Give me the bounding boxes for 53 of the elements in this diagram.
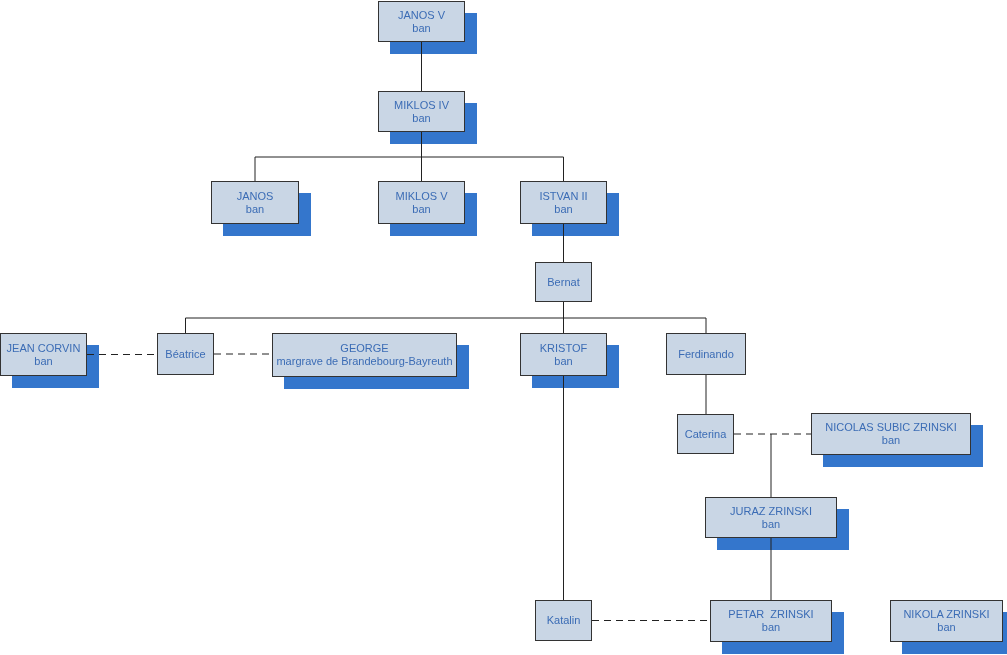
person-title: ban <box>412 111 431 125</box>
person-name: ISTVAN II <box>539 189 588 203</box>
person-name: JANOS V <box>397 8 446 22</box>
person-box <box>710 600 832 642</box>
connector-line <box>733 433 812 435</box>
person-name: Katalin <box>546 614 581 627</box>
connector-line <box>563 223 564 263</box>
person-name: NIKOLA ZRINSKI <box>903 608 990 621</box>
person-name: NICOLAS SUBIC ZRINSKI <box>825 421 957 434</box>
person-title: ban <box>761 517 781 531</box>
person-box <box>211 181 299 224</box>
person-name: MIKLOS V <box>395 189 448 203</box>
person-title: margrave de Brandebourg-Bayreuth <box>276 355 453 368</box>
person-name: Bernat <box>547 275 580 289</box>
person-title: ban <box>412 202 431 216</box>
person-box <box>535 262 592 302</box>
person-box <box>705 497 837 538</box>
person-title: ban <box>245 202 265 216</box>
connector-line <box>770 433 772 498</box>
connector-line <box>770 537 772 601</box>
person-box <box>520 181 607 224</box>
person-title: ban <box>412 21 431 35</box>
person-name: Caterina <box>684 427 727 441</box>
person-title: ban <box>554 354 573 368</box>
person-title: ban <box>34 354 53 368</box>
person-name: PETAR ZRINSKI <box>728 608 814 621</box>
connector-line <box>563 375 564 601</box>
connector-line <box>705 374 707 415</box>
person-title: ban <box>761 621 781 634</box>
person-name: JURAZ ZRINSKI <box>730 504 812 518</box>
person-box <box>378 181 465 224</box>
person-box <box>677 414 734 454</box>
person-name: Ferdinando <box>678 347 734 361</box>
person-name: JANOS <box>236 189 274 203</box>
person-box <box>0 333 87 376</box>
connector-line <box>421 41 422 92</box>
person-box <box>666 333 746 375</box>
person-box <box>811 413 971 455</box>
person-name: MIKLOS IV <box>394 98 449 112</box>
person-name: Béatrice <box>165 347 206 361</box>
person-name: JEAN CORVIN <box>6 341 81 355</box>
person-name: GEORGE <box>340 342 389 355</box>
person-box <box>157 333 214 375</box>
person-box <box>520 333 607 376</box>
person-title: ban <box>881 434 901 447</box>
person-box <box>890 600 1003 642</box>
person-title: ban <box>937 621 956 634</box>
person-name: KRISTOF <box>539 341 588 355</box>
person-box <box>535 600 592 641</box>
person-box <box>378 1 465 42</box>
person-box <box>272 333 457 377</box>
person-box <box>378 91 465 132</box>
person-title: ban <box>554 202 573 216</box>
